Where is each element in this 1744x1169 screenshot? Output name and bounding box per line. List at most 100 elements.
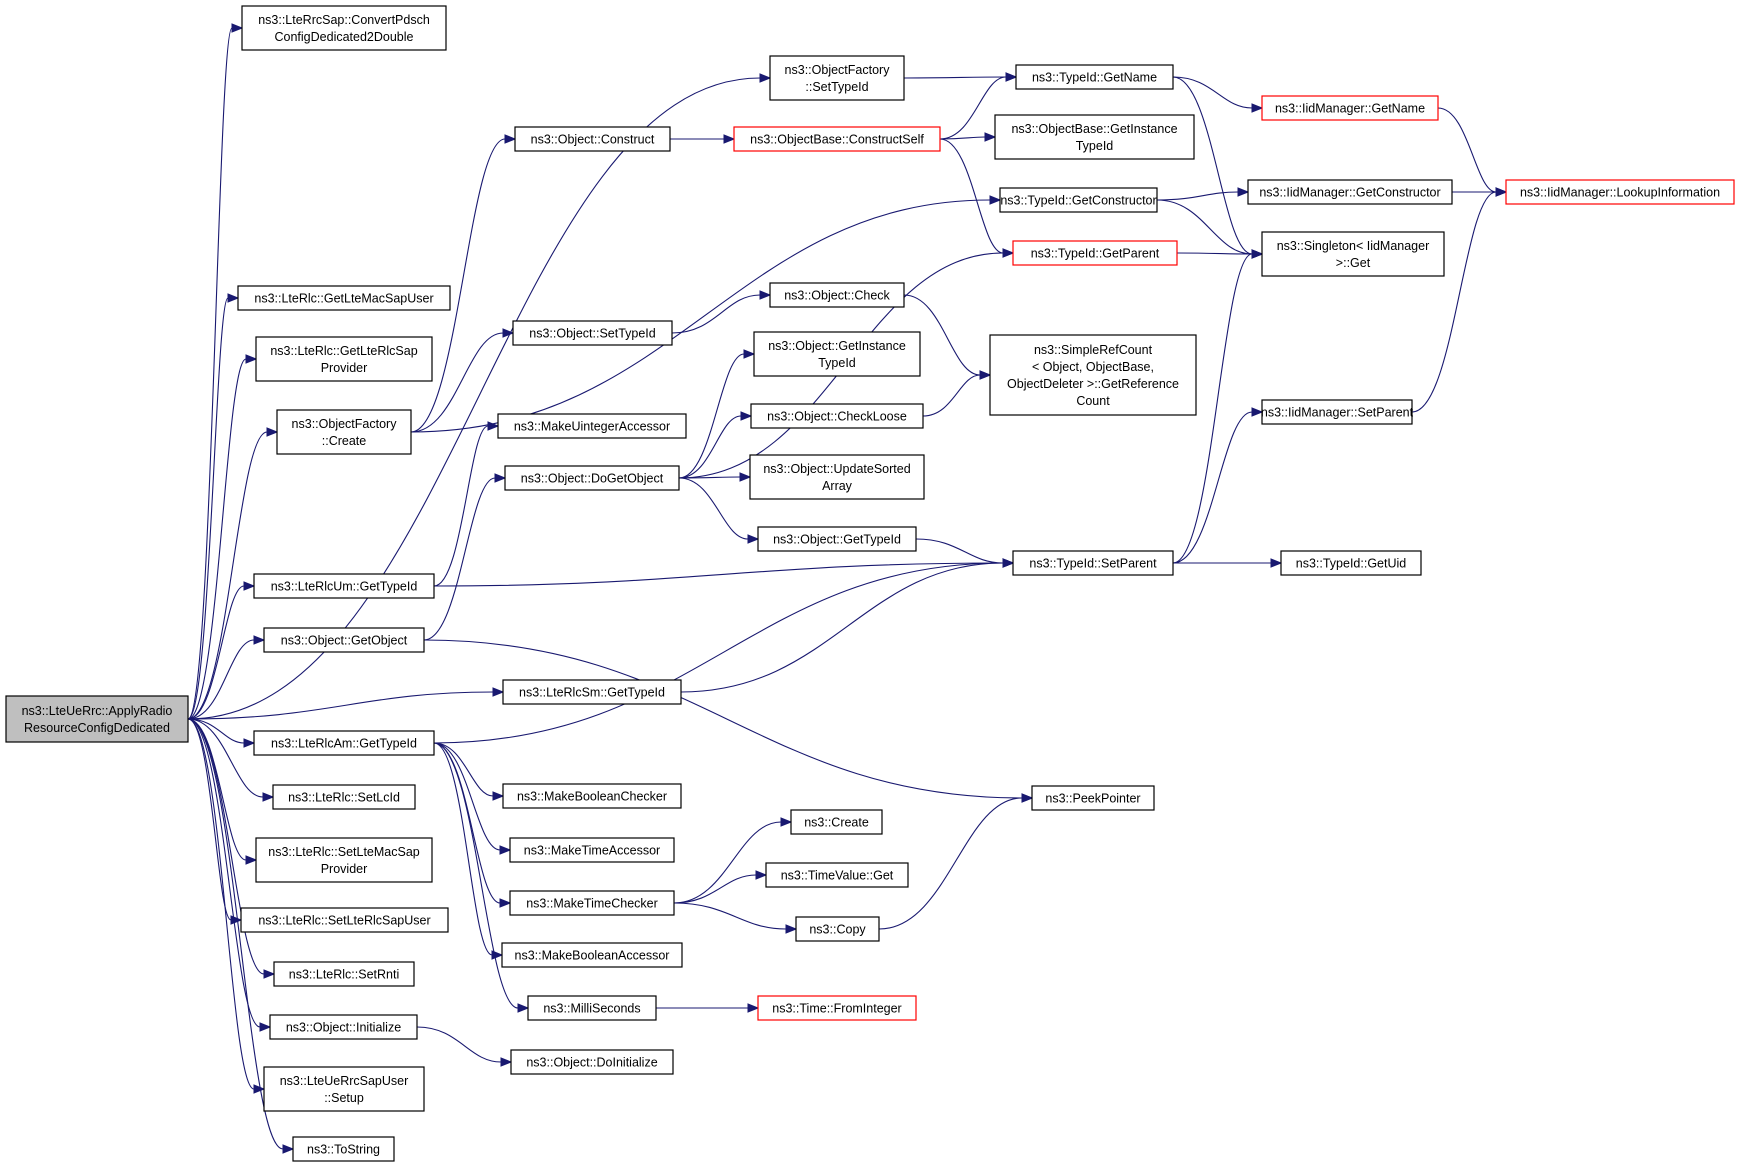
node-set-rnti[interactable]: ns3::LteRlc::SetRnti <box>273 961 415 987</box>
node-obj-check[interactable]: ns3::Object::Check <box>769 282 905 308</box>
node-iid-get-constructor[interactable]: ns3::IidManager::GetConstructor <box>1247 179 1453 205</box>
node-box[interactable] <box>263 627 425 653</box>
node-convert-pdsch[interactable]: ns3::LteRrcSap::ConvertPdschConfigDedica… <box>241 5 447 51</box>
node-type-id-set-parent[interactable]: ns3::TypeId::SetParent <box>1012 550 1174 576</box>
node-box[interactable] <box>1012 550 1174 576</box>
node-box[interactable] <box>502 783 682 809</box>
node-type-id-get-name[interactable]: ns3::TypeId::GetName <box>1015 64 1174 90</box>
node-rlc-am-get-type-id[interactable]: ns3::LteRlcAm::GetTypeId <box>253 730 435 756</box>
node-milli-seconds[interactable]: ns3::MilliSeconds <box>527 995 657 1021</box>
node-box[interactable] <box>1031 785 1155 811</box>
node-make-time-accessor[interactable]: ns3::MakeTimeAccessor <box>509 837 675 863</box>
node-set-lc-id[interactable]: ns3::LteRlc::SetLcId <box>272 784 416 810</box>
node-box[interactable] <box>272 784 416 810</box>
node-box[interactable] <box>255 336 433 382</box>
node-make-time-checker[interactable]: ns3::MakeTimeChecker <box>509 890 675 916</box>
node-box[interactable] <box>527 995 657 1021</box>
node-ns-copy[interactable]: ns3::Copy <box>795 916 880 942</box>
node-iid-set-parent[interactable]: ns3::IidManager::SetParent <box>1261 399 1414 425</box>
node-iid-get-name[interactable]: ns3::IidManager::GetName <box>1261 95 1439 121</box>
node-box[interactable] <box>999 187 1158 213</box>
node-box[interactable] <box>273 961 415 987</box>
node-obj-get-type-id[interactable]: ns3::Object::GetTypeId <box>757 526 917 552</box>
node-box[interactable] <box>1280 550 1422 576</box>
node-obj-check-loose[interactable]: ns3::Object::CheckLoose <box>750 403 924 429</box>
node-box[interactable] <box>263 1066 425 1112</box>
node-obj-initialize[interactable]: ns3::Object::Initialize <box>269 1014 418 1040</box>
node-box[interactable] <box>509 890 675 916</box>
node-to-string[interactable]: ns3::ToString <box>292 1136 395 1162</box>
node-box[interactable] <box>1015 64 1174 90</box>
node-box[interactable] <box>1261 399 1413 425</box>
node-time-value-get[interactable]: ns3::TimeValue::Get <box>765 862 909 888</box>
node-box[interactable] <box>237 285 451 311</box>
node-box[interactable] <box>504 465 680 491</box>
node-rlc-um-get-type-id[interactable]: ns3::LteRlcUm::GetTypeId <box>253 573 435 599</box>
node-construct-self[interactable]: ns3::ObjectBase::ConstructSelf <box>733 126 941 152</box>
node-box[interactable] <box>1261 95 1439 121</box>
node-box[interactable] <box>240 907 449 933</box>
node-box[interactable] <box>765 862 909 888</box>
node-of-set-type-id[interactable]: ns3::ObjectFactory::SetTypeId <box>769 55 905 101</box>
node-box[interactable] <box>1261 231 1445 277</box>
node-box[interactable] <box>994 114 1195 160</box>
node-box[interactable] <box>509 837 675 863</box>
node-box[interactable] <box>502 679 682 705</box>
node-rrc-sap-setup[interactable]: ns3::LteUeRrcSapUser::Setup <box>263 1066 425 1112</box>
node-do-get-object[interactable]: ns3::Object::DoGetObject <box>504 465 680 491</box>
node-set-lte-rlc-sap-user[interactable]: ns3::LteRlc::SetLteRlcSapUser <box>240 907 449 933</box>
node-box[interactable] <box>510 1049 674 1075</box>
node-type-id-get-parent[interactable]: ns3::TypeId::GetParent <box>1012 240 1178 266</box>
node-get-lte-mac-sap-user[interactable]: ns3::LteRlc::GetLteMacSapUser <box>237 285 451 311</box>
node-type-id-get-constructor[interactable]: ns3::TypeId::GetConstructor <box>999 187 1158 213</box>
node-box[interactable] <box>795 916 880 942</box>
node-box[interactable] <box>757 526 917 552</box>
node-obj-get-object[interactable]: ns3::Object::GetObject <box>263 627 425 653</box>
node-box[interactable] <box>1505 179 1735 205</box>
node-box[interactable] <box>255 837 433 883</box>
node-time-from-integer[interactable]: ns3::Time::FromInteger <box>757 995 917 1021</box>
node-box[interactable] <box>253 730 435 756</box>
node-box[interactable] <box>790 809 883 835</box>
node-box[interactable] <box>241 5 447 51</box>
node-of-create[interactable]: ns3::ObjectFactory::Create <box>276 409 412 455</box>
node-make-bool-checker[interactable]: ns3::MakeBooleanChecker <box>502 783 682 809</box>
node-box[interactable] <box>989 334 1197 416</box>
node-make-uint-accessor[interactable]: ns3::MakeUintegerAccessor <box>497 413 687 439</box>
node-box[interactable] <box>769 282 905 308</box>
node-singleton-get[interactable]: ns3::Singleton< IidManager>::Get <box>1261 231 1445 277</box>
node-box[interactable] <box>753 331 921 377</box>
node-box[interactable] <box>1012 240 1178 266</box>
node-obj-set-type-id[interactable]: ns3::Object::SetTypeId <box>512 320 673 346</box>
node-box[interactable] <box>292 1136 395 1162</box>
node-box[interactable] <box>750 403 924 429</box>
node-peek-pointer[interactable]: ns3::PeekPointer <box>1031 785 1155 811</box>
node-box[interactable] <box>512 320 673 346</box>
node-box[interactable] <box>514 126 671 152</box>
node-make-bool-accessor[interactable]: ns3::MakeBooleanAccessor <box>501 942 683 968</box>
node-obj-construct[interactable]: ns3::Object::Construct <box>514 126 671 152</box>
node-iid-lookup-information[interactable]: ns3::IidManager::LookupInformation <box>1505 179 1735 205</box>
node-root[interactable]: ns3::LteUeRrc::ApplyRadioResourceConfigD… <box>5 695 189 743</box>
node-simple-ref-count[interactable]: ns3::SimpleRefCount< Object, ObjectBase,… <box>989 334 1197 416</box>
node-box[interactable] <box>769 55 905 101</box>
node-box[interactable] <box>1247 179 1453 205</box>
node-box[interactable] <box>276 409 412 455</box>
node-obj-do-initialize[interactable]: ns3::Object::DoInitialize <box>510 1049 674 1075</box>
node-box[interactable] <box>749 454 925 500</box>
node-box[interactable] <box>757 995 917 1021</box>
node-type-id-get-uid[interactable]: ns3::TypeId::GetUid <box>1280 550 1422 576</box>
node-rlc-sm-get-type-id[interactable]: ns3::LteRlcSm::GetTypeId <box>502 679 682 705</box>
node-box[interactable] <box>269 1014 418 1040</box>
node-box[interactable] <box>497 413 687 439</box>
node-ns-create[interactable]: ns3::Create <box>790 809 883 835</box>
node-box[interactable] <box>501 942 683 968</box>
node-box[interactable] <box>733 126 941 152</box>
node-box[interactable] <box>253 573 435 599</box>
node-box[interactable] <box>5 695 189 743</box>
